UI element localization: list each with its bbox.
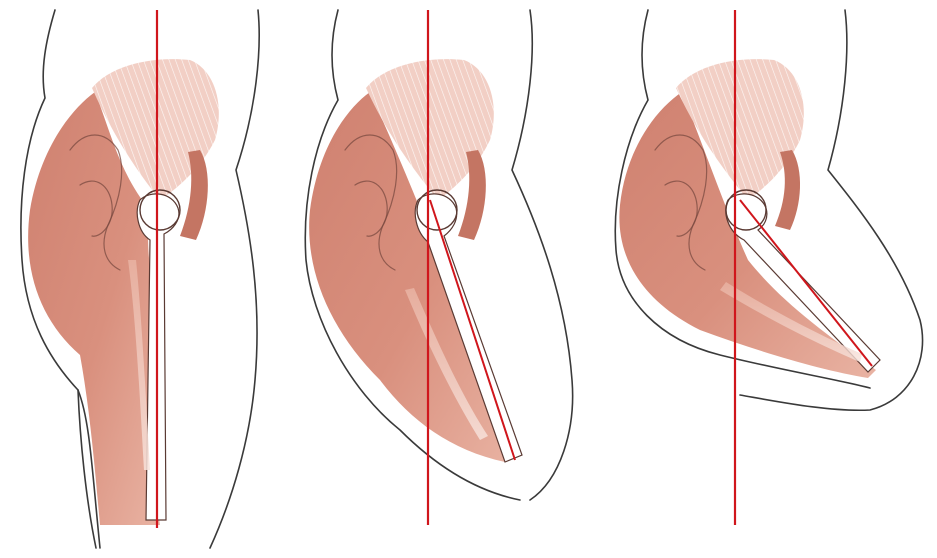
torso-outline-front — [210, 10, 259, 548]
panel-3 — [615, 10, 922, 525]
torso-outline-front — [512, 10, 573, 500]
panel-2 — [305, 10, 572, 525]
panel-1 — [21, 10, 259, 548]
